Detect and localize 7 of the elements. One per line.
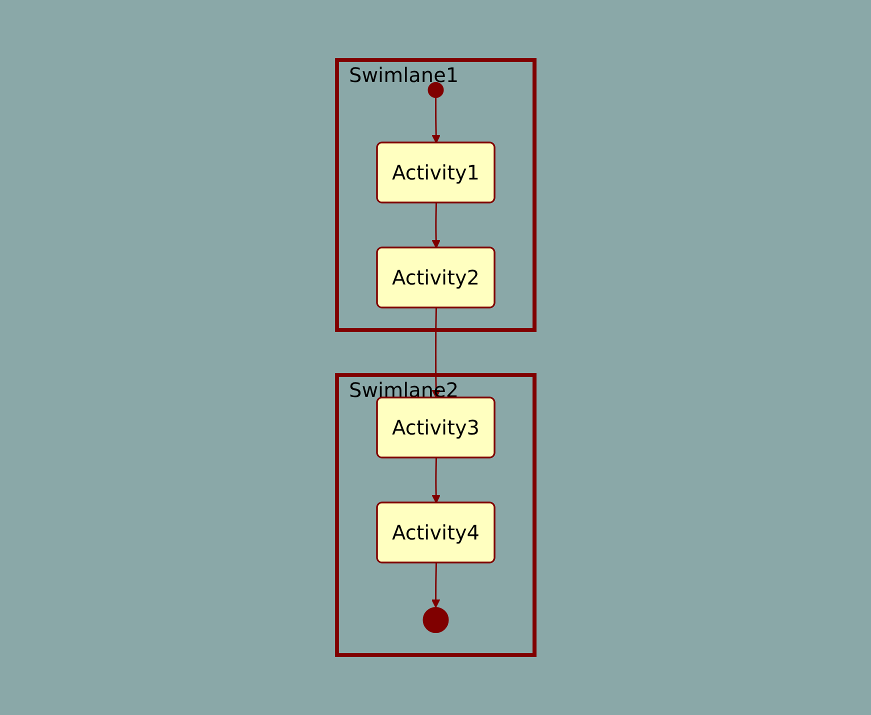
node-circle (422, 607, 448, 633)
arrow (431, 308, 440, 398)
arrow (431, 202, 440, 248)
arrow (431, 562, 440, 608)
node-circle (428, 82, 444, 98)
arrow (431, 98, 440, 144)
arrow (431, 458, 440, 504)
